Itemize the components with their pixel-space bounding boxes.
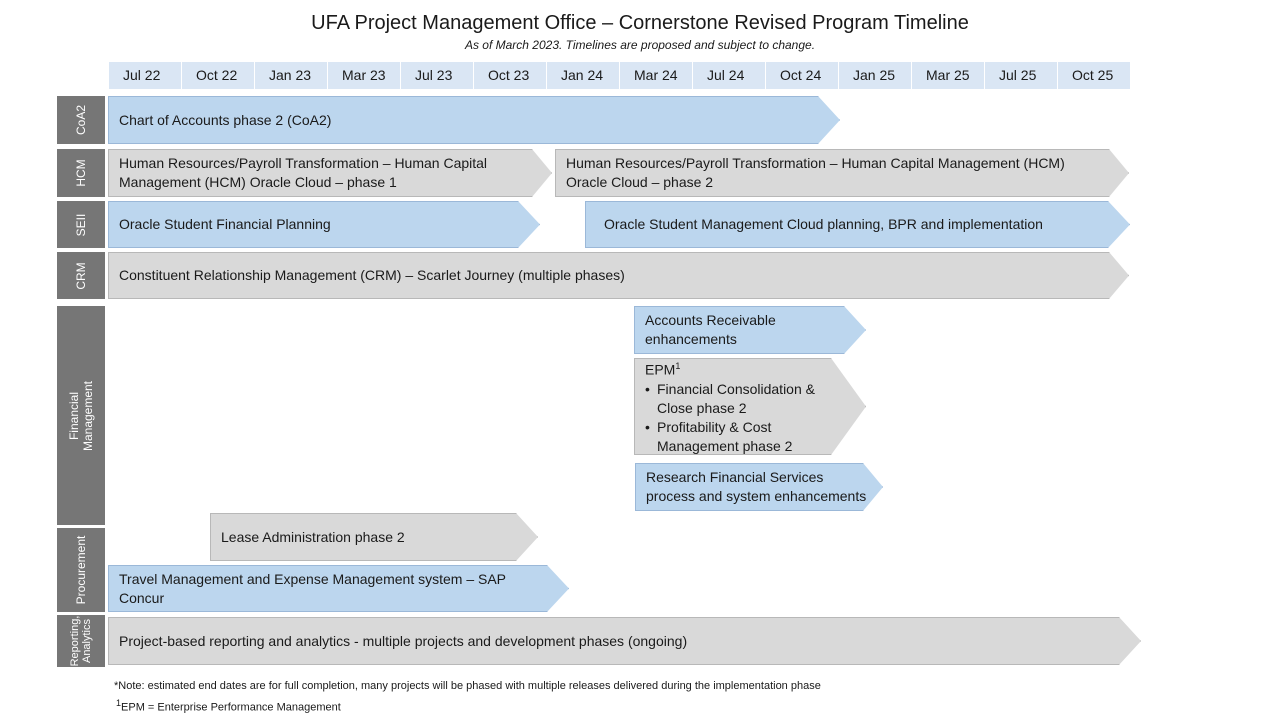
bar-research-financial-services: Research Financial Services process and … [635, 463, 883, 511]
quarter-cell: Oct 22 [182, 62, 254, 89]
quarter-cell: Jul 25 [985, 62, 1057, 89]
bar-accounts-receivable: Accounts Receivable enhancements [634, 306, 866, 354]
bar-travel-expense-management: Travel Management and Expense Management… [108, 565, 569, 612]
epm-title: EPM1 [645, 361, 681, 378]
quarter-cell: Jan 25 [839, 62, 911, 89]
row-label-seii: SEII [57, 201, 105, 248]
footer-note: *Note: estimated end dates are for full … [114, 680, 821, 692]
list-item: Financial Consolidation & Close phase 2 [645, 380, 827, 418]
bar-hcm-phase1: Human Resources/Payroll Transformation –… [108, 149, 552, 197]
quarter-cell: Jul 23 [401, 62, 473, 89]
bar-student-financial-planning: Oracle Student Financial Planning [108, 201, 540, 248]
page-title: UFA Project Management Office – Cornerst… [311, 12, 969, 34]
bar-hcm-phase2: Human Resources/Payroll Transformation –… [555, 149, 1129, 197]
row-label-reporting-analytics: Reporting, Analytics [57, 615, 105, 667]
page-subtitle: As of March 2023. Timelines are proposed… [464, 38, 816, 52]
quarter-cell: Jan 23 [255, 62, 327, 89]
bar-student-management-cloud: Oracle Student Management Cloud planning… [585, 201, 1130, 248]
list-item: Profitability & Cost Management phase 2 [645, 418, 827, 456]
bar-coa2: Chart of Accounts phase 2 (CoA2) [108, 96, 840, 144]
quarter-cell: Jul 22 [109, 62, 181, 89]
row-label-hcm: HCM [57, 149, 105, 197]
bar-crm: Constituent Relationship Management (CRM… [108, 252, 1129, 299]
epm-list: Financial Consolidation & Close phase 2 … [645, 380, 827, 456]
quarter-cell: Mar 24 [620, 62, 692, 89]
row-label-crm: CRM [57, 252, 105, 299]
row-label-procurement: Procurement [57, 528, 105, 612]
quarter-cell: Jul 24 [693, 62, 765, 89]
bar-epm: EPM1 Financial Consolidation & Close pha… [634, 358, 866, 455]
row-label-coa2: CoA2 [57, 96, 105, 144]
quarter-cell: Jan 24 [547, 62, 619, 89]
quarter-cell: Mar 23 [328, 62, 400, 89]
bar-reporting-analytics: Project-based reporting and analytics - … [108, 617, 1141, 665]
quarter-cell: Mar 25 [912, 62, 984, 89]
quarter-cell: Oct 24 [766, 62, 838, 89]
quarter-cell: Oct 23 [474, 62, 546, 89]
row-label-financial-management: Financial Management [57, 306, 105, 525]
bar-lease-administration: Lease Administration phase 2 [210, 513, 538, 561]
footer-epm-definition: 1EPM = Enterprise Performance Management [116, 698, 341, 714]
quarter-cell: Oct 25 [1058, 62, 1130, 89]
